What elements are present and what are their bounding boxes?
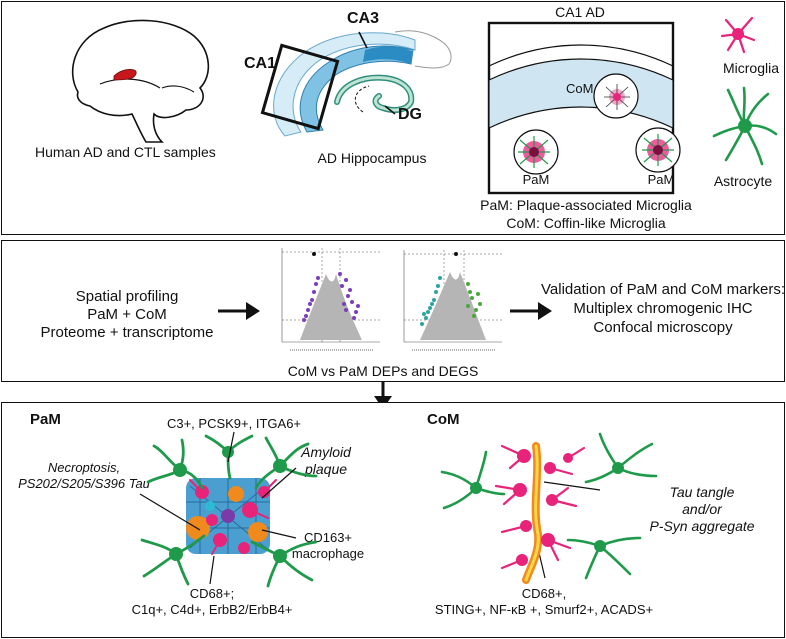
tau-line-2: and/or: [682, 501, 722, 517]
hippocampus-label: AD Hippocampus: [317, 150, 427, 166]
com-bottom-line-2: STING+, NF-κB +, Smurf2+, ACADS+: [434, 602, 654, 617]
astrocyte-icon: [712, 86, 778, 166]
amyloid-line-2: plaque: [304, 461, 348, 477]
necroptosis-line-1: Necroptosis,: [47, 460, 121, 475]
human-samples-label: Human AD and CTL samples: [35, 144, 216, 160]
volcano-plot-left: [281, 248, 380, 351]
com-inner-label: CoM: [566, 81, 594, 96]
human-brain-icon: [71, 19, 210, 143]
tau-line-1: Tau tangle: [669, 484, 735, 500]
volcano-plot-right: [403, 250, 502, 351]
deps-degs-caption: CoM vs PaM DEPs and DEGS: [287, 363, 479, 379]
arrow-right-icon: [218, 302, 260, 320]
amyloid-line-1: Amyloid: [301, 444, 351, 460]
necroptosis-line-2: PS202/S205/S396 Tau: [18, 476, 150, 491]
pam-plaque-illustration: [140, 434, 318, 588]
proteome-line: Proteome + transcriptome: [40, 324, 214, 341]
hippocampus-diagram: [260, 30, 452, 137]
com-bottom-line-1: CD68+,: [521, 586, 567, 601]
confocal-line: Confocal microscopy: [593, 319, 733, 336]
spatial-profiling-line: Spatial profiling: [75, 288, 179, 305]
com-definition: CoM: Coffin-like Microglia: [506, 215, 666, 231]
microglia-icon: [720, 16, 756, 54]
arrow-right-icon-2: [510, 302, 552, 320]
validation-line: Validation of PaM and CoM markers:: [541, 281, 785, 298]
pam-left-cluster: [518, 136, 550, 168]
pam-section-title: PaM: [30, 411, 61, 428]
bottom-panel: [1, 402, 785, 638]
astrocyte-label: Astrocyte: [713, 173, 773, 189]
pam-bottom-line-2: C1q+, C4d+, ErbB2/ErbB4+: [131, 602, 293, 617]
ca3-label: CA3: [347, 10, 380, 27]
middle-panel: [1, 240, 785, 382]
pam-right-cluster: [642, 134, 674, 166]
pam-com-line: PaM + CoM: [87, 306, 167, 323]
pam-definition: PaM: Plaque-associated Microglia: [480, 197, 692, 213]
ca1-ad-title: CA1 AD: [555, 4, 605, 20]
microglia-label: Microglia: [722, 60, 780, 76]
pam-left-label: PaM: [522, 172, 550, 187]
com-tangle-illustration: [440, 432, 658, 584]
pam-bottom-line-1: CD68+;: [189, 586, 235, 601]
ca1-label: CA1: [244, 55, 277, 72]
tau-line-3: P-Syn aggregate: [649, 518, 755, 534]
pam-right-label: PaM: [647, 172, 675, 187]
cd163-line-2: macrophage: [291, 546, 365, 561]
pam-top-markers: C3+, PCSK9+, ITGA6+: [166, 416, 302, 431]
dg-label: DG: [398, 106, 422, 123]
com-microglia-cluster: [604, 84, 630, 110]
com-section-title: CoM: [427, 411, 460, 428]
ihc-line: Multiplex chromogenic IHC: [573, 300, 753, 317]
